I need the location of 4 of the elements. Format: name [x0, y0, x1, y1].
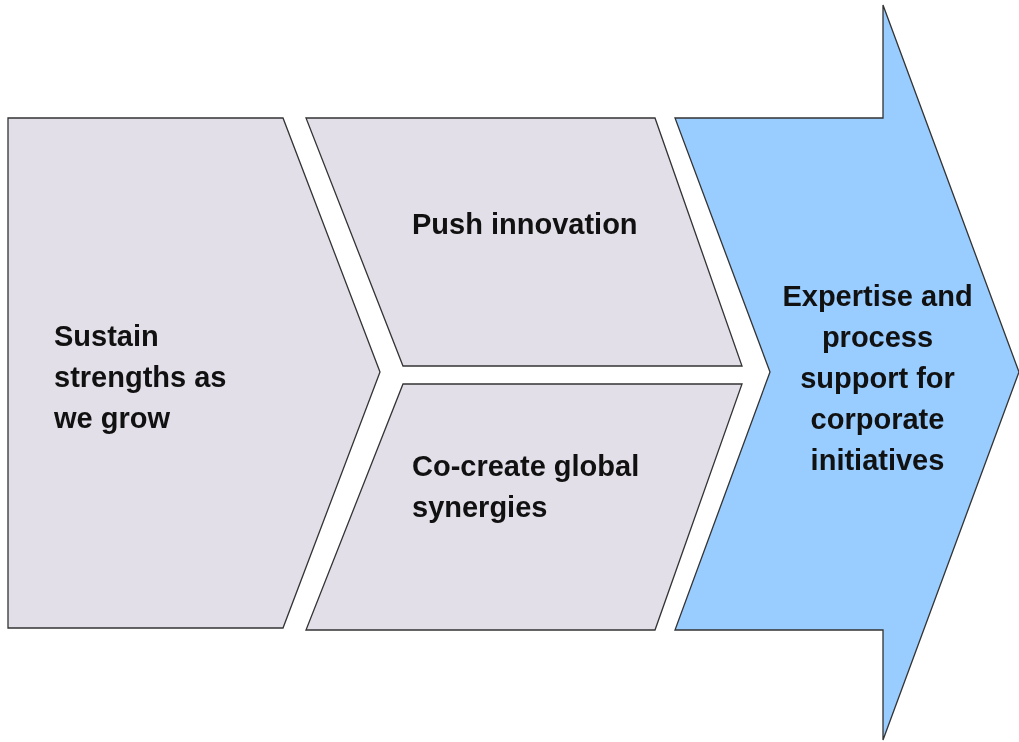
step-label: Co-create global synergies: [412, 449, 641, 525]
step-label: Push innovation: [412, 207, 639, 242]
step-label: Sustain strengths as we grow: [54, 319, 228, 436]
step-label: Expertise and process support for corporate initiatives: [781, 279, 974, 478]
